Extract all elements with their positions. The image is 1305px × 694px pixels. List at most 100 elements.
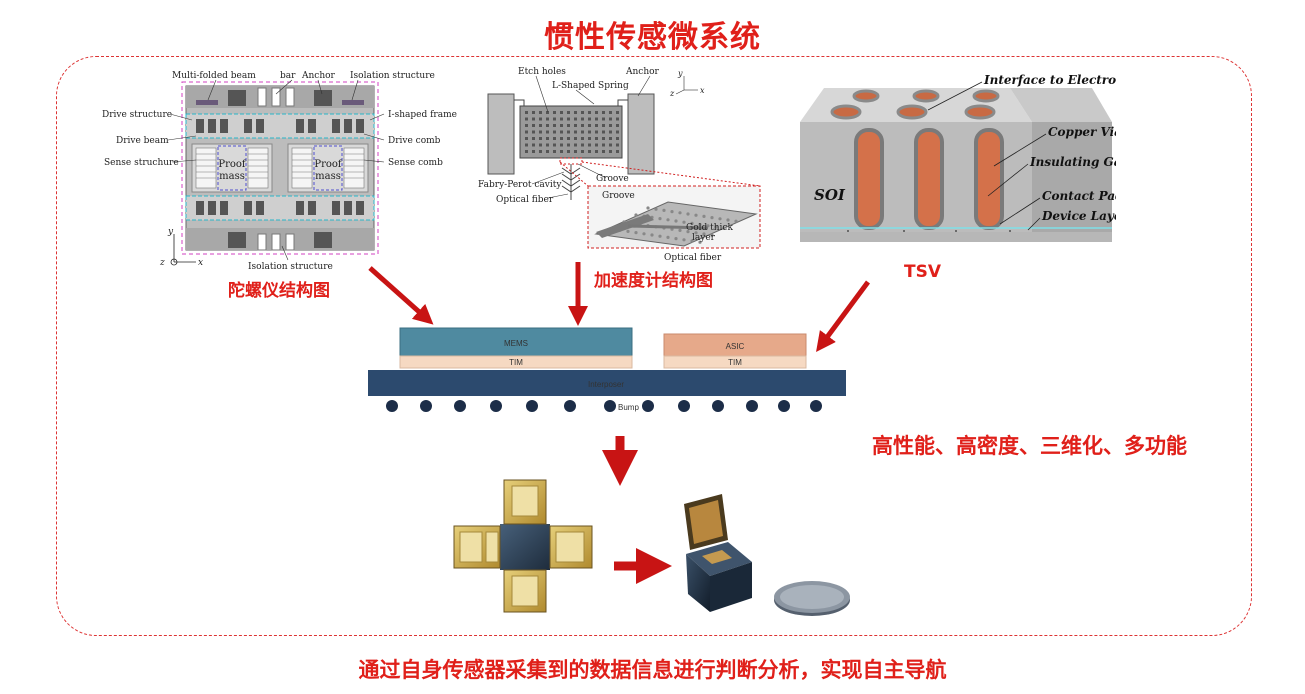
tim-right bbox=[663, 355, 807, 369]
etch-hole bbox=[525, 124, 528, 127]
etch-hole bbox=[581, 124, 584, 127]
label-drive-structure: Drive structure bbox=[102, 110, 172, 120]
etch-hole bbox=[588, 137, 591, 140]
mems-die bbox=[399, 327, 633, 357]
etch-hole bbox=[525, 150, 528, 153]
etch-hole bbox=[609, 111, 612, 114]
zoom-etch-hole bbox=[694, 213, 698, 217]
label-contact-pad: Contact Pad bbox=[1042, 189, 1116, 203]
bump-row bbox=[386, 400, 822, 412]
axis-z-label: z bbox=[159, 258, 165, 268]
zoom-etch-hole bbox=[702, 232, 706, 236]
etch-hole bbox=[588, 150, 591, 153]
etch-hole bbox=[539, 117, 542, 121]
etch-hole bbox=[546, 143, 549, 147]
etch-hole bbox=[567, 111, 570, 114]
zoom-etch-hole bbox=[718, 217, 722, 221]
label-isolation-structure-bottom: Isolation structure bbox=[248, 262, 333, 272]
label-drive-beam: Drive beam bbox=[116, 136, 169, 146]
etch-hole bbox=[546, 111, 549, 114]
etch-hole bbox=[567, 124, 570, 127]
etch-hole bbox=[546, 137, 549, 140]
etch-hole bbox=[616, 150, 619, 153]
etch-hole bbox=[602, 130, 605, 134]
etch-hole bbox=[532, 130, 535, 134]
etch-hole bbox=[609, 137, 612, 140]
etch-hole bbox=[525, 117, 528, 121]
zoom-etch-hole bbox=[686, 230, 690, 234]
zoom-etch-hole bbox=[698, 240, 702, 244]
etch-hole bbox=[532, 143, 535, 147]
zoom-etch-hole bbox=[646, 206, 650, 210]
etch-hole bbox=[609, 130, 612, 134]
etch-hole bbox=[609, 150, 612, 153]
zoom-etch-hole bbox=[670, 210, 674, 214]
etch-hole bbox=[560, 124, 563, 127]
label-sense-comb: Sense comb bbox=[388, 158, 443, 168]
axis-y-label: y bbox=[167, 227, 174, 237]
etch-hole bbox=[532, 111, 535, 114]
etch-hole bbox=[595, 130, 598, 134]
etch-hole bbox=[595, 117, 598, 121]
etch-hole bbox=[539, 130, 542, 134]
etch-hole bbox=[616, 143, 619, 147]
etch-hole bbox=[574, 124, 577, 127]
etch-hole bbox=[588, 117, 591, 121]
zoom-etch-hole bbox=[658, 234, 662, 238]
tsv-caption: TSV bbox=[904, 262, 941, 282]
zoom-etch-hole bbox=[698, 223, 702, 227]
arrow-gyro-to-package bbox=[368, 266, 434, 325]
label-insulating-gap: Insulating Gap bbox=[1029, 155, 1116, 169]
zoom-etch-hole bbox=[710, 233, 714, 237]
zoom-etch-hole bbox=[674, 219, 678, 223]
axis-y-label: y bbox=[677, 69, 683, 78]
zoom-etch-hole bbox=[726, 218, 730, 222]
interposer-label: Interposer bbox=[588, 380, 624, 389]
etch-hole bbox=[588, 124, 591, 127]
etch-hole bbox=[546, 130, 549, 134]
etch-hole bbox=[602, 111, 605, 114]
axis-x-label: x bbox=[700, 86, 705, 95]
proof-mass-label: mass bbox=[315, 171, 341, 182]
etch-hole bbox=[602, 150, 605, 153]
etch-hole bbox=[560, 130, 563, 134]
gyroscope-diagram: Proof mass Proof mass Multi-folded beam … bbox=[102, 71, 457, 272]
etch-hole bbox=[567, 137, 570, 140]
zoom-etch-hole bbox=[626, 229, 630, 233]
etch-hole bbox=[560, 150, 563, 153]
zoom-etch-hole bbox=[678, 228, 682, 232]
etch-hole bbox=[560, 143, 563, 147]
proof-mass-label: Proof bbox=[314, 159, 343, 170]
feature-slogan: 高性能、高密度、三维化、多功能 bbox=[872, 434, 1187, 458]
package-stack: MEMS TIM ASIC TIM Interposer Bump bbox=[368, 327, 846, 412]
etch-hole bbox=[595, 137, 598, 140]
etch-hole bbox=[546, 150, 549, 153]
etch-hole bbox=[581, 111, 584, 114]
etch-hole bbox=[574, 150, 577, 153]
etch-hole bbox=[574, 111, 577, 114]
etch-hole bbox=[525, 130, 528, 134]
zoom-etch-hole bbox=[734, 219, 738, 223]
axis-z-label: z bbox=[669, 89, 675, 98]
etch-hole bbox=[539, 124, 542, 127]
zoom-etch-hole bbox=[666, 235, 670, 239]
zoom-etch-hole bbox=[658, 217, 662, 221]
etch-hole bbox=[609, 117, 612, 121]
folded-cube-module bbox=[684, 494, 752, 612]
etch-hole bbox=[532, 137, 535, 140]
tim-left bbox=[399, 355, 633, 369]
label-gold-thick-layer: Gold thick bbox=[686, 223, 733, 233]
tim-right-label: TIM bbox=[728, 358, 742, 367]
zoom-etch-hole bbox=[642, 232, 646, 236]
etch-hole bbox=[532, 150, 535, 153]
zoom-etch-hole bbox=[654, 207, 658, 211]
etch-hole bbox=[616, 130, 619, 134]
etch-hole bbox=[553, 150, 556, 153]
label-i-shaped-frame: I-shaped frame bbox=[388, 110, 457, 120]
zoom-etch-hole bbox=[662, 208, 666, 212]
zoom-etch-hole bbox=[690, 239, 694, 243]
zoom-etch-hole bbox=[690, 221, 694, 225]
etch-hole bbox=[525, 143, 528, 147]
etch-hole bbox=[539, 143, 542, 147]
label-device-layer: Device Layer bbox=[1041, 209, 1116, 223]
